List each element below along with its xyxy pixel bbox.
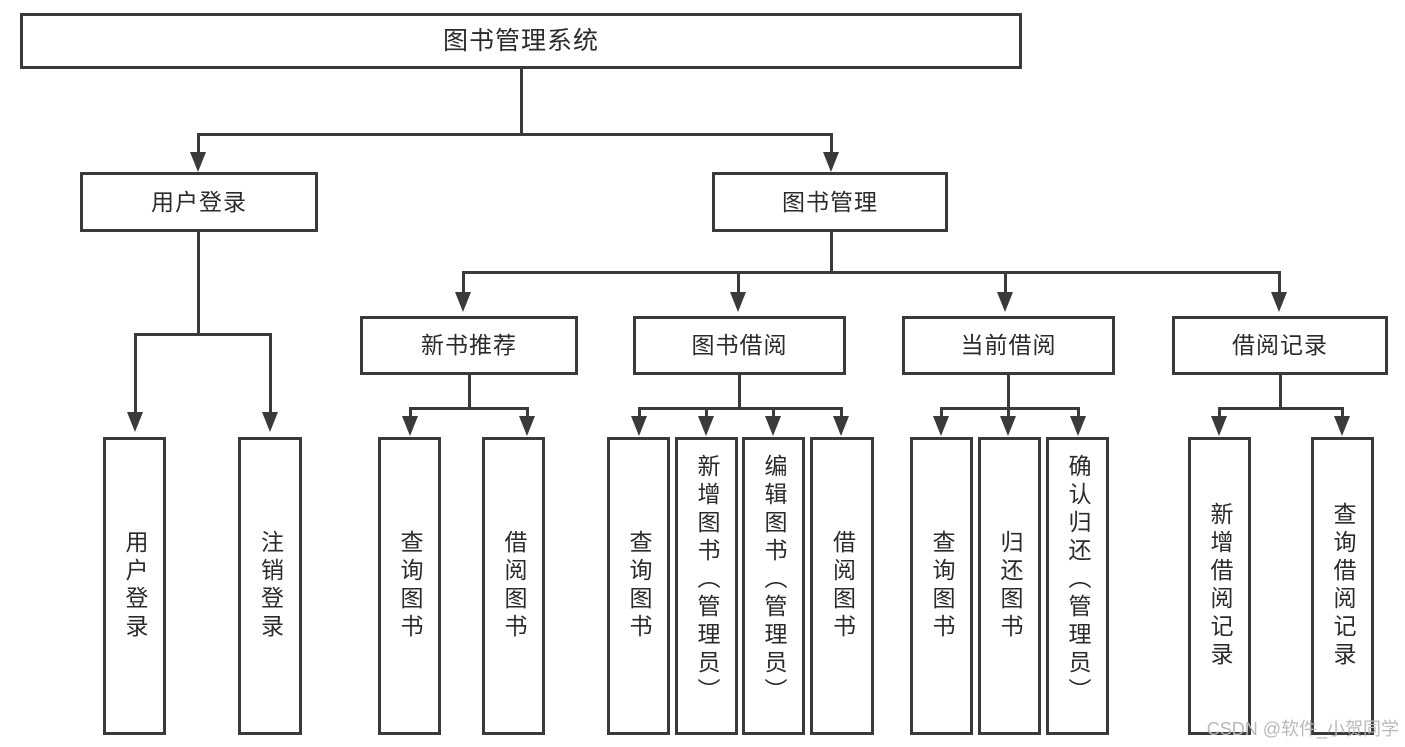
node-label: 用户登录 [122,530,148,642]
connector-root-to-user-login [197,133,200,155]
leaf-query-borrow-record[interactable]: 查询借阅记录 [1311,437,1374,735]
node-label: 查询借阅记录 [1330,502,1356,670]
node-label: 查询图书 [626,530,652,642]
arrow-to-leaf-return-book [1000,416,1016,436]
connector-nbr-drop-2 [526,407,529,419]
connector-bm-drop-4 [1278,271,1281,295]
node-label: 当前借阅 [960,332,1057,359]
leaf-query-book-borrow[interactable]: 查询图书 [607,437,670,735]
node-new-book-recommend[interactable]: 新书推荐 [360,316,578,375]
connector-user-login-drop-2 [269,333,272,415]
node-label: 新增借阅记录 [1207,502,1233,670]
arrow-to-leaf-borrow-book-1 [519,416,535,436]
connector-bm-drop-3 [1004,271,1007,295]
node-label: 借阅记录 [1232,332,1328,359]
connector-book-management-stem [830,232,833,274]
connector-nbr-bar [409,407,529,410]
connector-root-bar [197,133,833,136]
node-label: 归还图书 [997,530,1023,642]
arrow-to-leaf-edit-book [765,416,781,436]
connector-cb-drop-1 [940,407,943,419]
arrow-root-to-book-management [823,152,839,172]
node-current-borrow[interactable]: 当前借阅 [902,316,1115,375]
leaf-add-borrow-record[interactable]: 新增借阅记录 [1188,437,1251,735]
leaf-confirm-return[interactable]: 确认归还（管理员） [1046,437,1109,735]
arrow-to-leaf-borrow-book-2 [833,416,849,436]
connector-cb-stem [1007,375,1010,410]
node-root-system[interactable]: 图书管理系统 [20,13,1022,69]
connector-cb-bar [940,407,1080,410]
arrow-to-book-borrow [730,292,746,312]
connector-br-drop-1 [1218,407,1221,419]
node-label: 查询图书 [397,530,423,642]
node-borrow-record[interactable]: 借阅记录 [1172,316,1388,375]
connector-user-login-drop-1 [134,333,137,415]
connector-bb-drop-3 [772,407,775,419]
arrow-to-leaf-query-book-1 [402,416,418,436]
arrow-to-leaf-user-login [127,412,143,432]
node-label: 查询图书 [929,530,955,642]
node-label: 图书管理 [782,188,878,215]
connector-bm-drop-2 [737,271,740,295]
arrow-to-new-book-recommend [455,292,471,312]
connector-nbr-drop-1 [409,407,412,419]
leaf-add-book[interactable]: 新增图书（管理员） [675,437,738,735]
node-label: 编辑图书（管理员） [761,454,787,706]
connector-user-login-stem [197,232,200,335]
arrow-to-leaf-user-logout [262,412,278,432]
connector-user-login-bar [134,333,272,336]
connector-book-management-bar [462,271,1281,274]
node-user-login[interactable]: 用户登录 [80,172,318,232]
connector-br-drop-2 [1341,407,1344,419]
leaf-query-book-current[interactable]: 查询图书 [910,437,973,735]
arrow-to-current-borrow [997,292,1013,312]
node-label: 确认归还（管理员） [1065,454,1091,706]
connector-bb-drop-4 [840,407,843,419]
leaf-borrow-book-borrow[interactable]: 借阅图书 [810,437,874,735]
connector-cb-drop-3 [1077,407,1080,419]
leaf-user-logout[interactable]: 注销登录 [238,437,302,735]
connector-root-stem [520,69,523,135]
arrow-to-leaf-add-record [1211,416,1227,436]
arrow-to-leaf-confirm-return [1070,416,1086,436]
node-label: 借阅图书 [501,530,527,642]
arrow-to-leaf-add-book [698,416,714,436]
leaf-return-book[interactable]: 归还图书 [978,437,1041,735]
node-book-borrow[interactable]: 图书借阅 [633,316,846,375]
connector-bb-drop-2 [705,407,708,419]
node-label: 用户登录 [151,188,247,215]
arrow-to-leaf-query-book-3 [933,416,949,436]
node-label: 新增图书（管理员） [694,454,720,706]
node-label: 新书推荐 [421,332,517,359]
leaf-borrow-book-recommend[interactable]: 借阅图书 [482,437,545,735]
leaf-user-login[interactable]: 用户登录 [103,437,166,735]
arrow-to-leaf-query-book-2 [631,416,647,436]
arrow-to-borrow-record [1271,292,1287,312]
connector-bb-stem [738,375,741,410]
node-label: 图书管理系统 [442,26,599,55]
node-book-management[interactable]: 图书管理 [712,172,948,232]
connector-bm-drop-1 [462,271,465,295]
leaf-query-book-recommend[interactable]: 查询图书 [378,437,441,735]
arrow-to-leaf-query-record [1334,416,1350,436]
watermark-text: CSDN @软件_小贺同学 [1206,719,1399,739]
connector-bb-drop-1 [638,407,641,419]
node-label: 图书借阅 [691,332,788,359]
leaf-edit-book[interactable]: 编辑图书（管理员） [742,437,805,735]
arrow-root-to-user-login [190,152,206,172]
connector-nbr-stem [468,375,471,410]
node-label: 借阅图书 [829,530,856,642]
connector-bb-bar [638,407,843,410]
connector-cb-drop-2 [1007,407,1010,419]
connector-root-to-book-management [830,133,833,155]
connector-br-stem [1279,375,1282,410]
connector-br-bar [1218,407,1344,410]
node-label: 注销登录 [257,530,284,642]
